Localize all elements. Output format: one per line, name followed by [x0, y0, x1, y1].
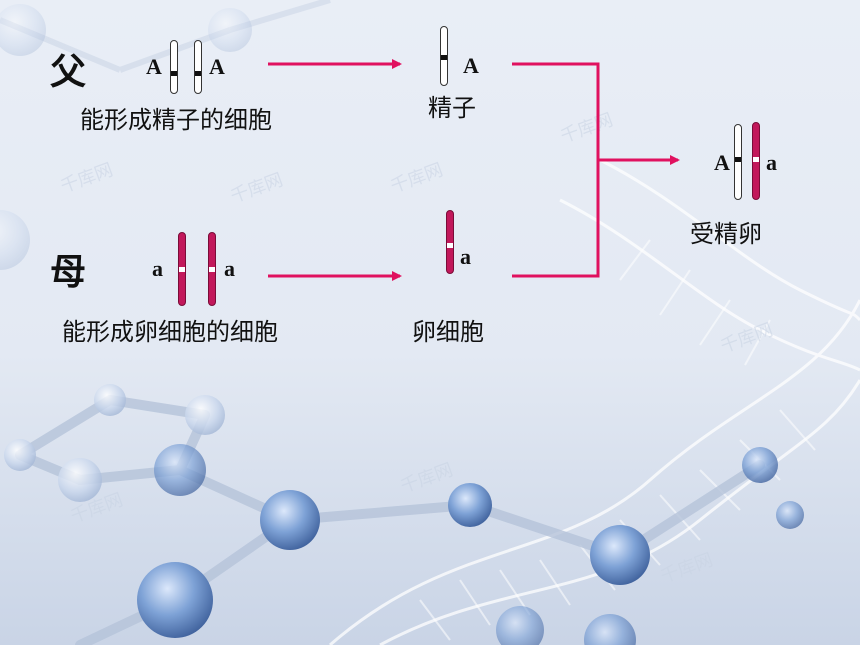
- father-label: 父: [50, 52, 87, 93]
- mother-chromosome-right: [208, 232, 216, 306]
- sperm-caption: 精子: [428, 94, 476, 122]
- zygote-allele-right: a: [766, 150, 777, 175]
- egg-caption: 卵细胞: [412, 318, 484, 346]
- mother-allele-left: a: [152, 256, 163, 281]
- zygote-chromosome-maternal: [752, 122, 760, 200]
- zygote-chromosome-paternal: [734, 124, 742, 200]
- gametes-bracket: [512, 62, 600, 278]
- mother-cell-caption: 能形成卵细胞的细胞: [62, 318, 278, 346]
- zygote-allele-left: A: [714, 150, 730, 175]
- father-allele-left: A: [146, 54, 162, 79]
- mother-chromosome-left: [178, 232, 186, 306]
- mother-label: 母: [50, 252, 87, 293]
- father-cell-caption: 能形成精子的细胞: [80, 106, 272, 134]
- sperm-allele: A: [463, 53, 479, 78]
- zygote-caption: 受精卵: [690, 220, 762, 248]
- sperm-chromosome: [440, 26, 448, 86]
- father-allele-right: A: [209, 54, 225, 79]
- egg-chromosome: [446, 210, 454, 274]
- father-chromosome-left: [170, 40, 178, 94]
- egg-allele: a: [460, 244, 471, 269]
- father-chromosome-right: [194, 40, 202, 94]
- mother-allele-right: a: [224, 256, 235, 281]
